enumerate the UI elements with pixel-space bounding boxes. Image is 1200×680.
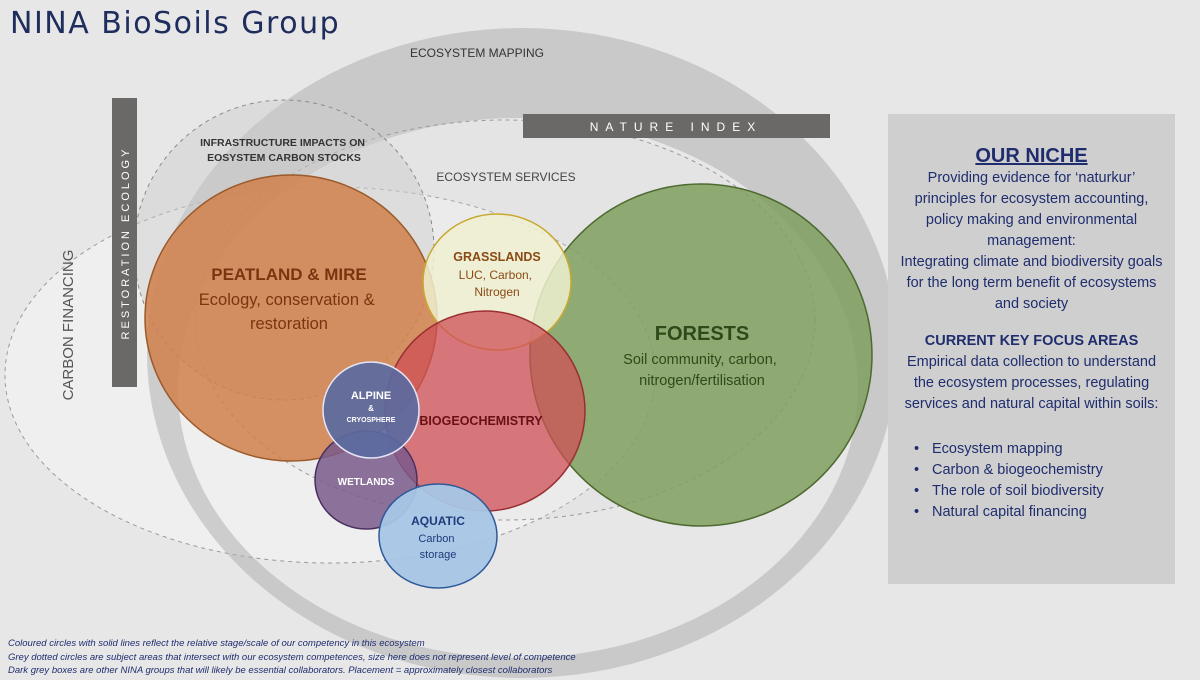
- ecosystem-services-label: ECOSYSTEM SERVICES: [436, 170, 575, 184]
- peatland-mire-title: PEATLAND & MIRE: [211, 265, 367, 284]
- aquatic-description: Carbon storage: [418, 533, 457, 561]
- our-niche-panel: OUR NICHE Providing evidence for ‘naturk…: [888, 114, 1175, 584]
- restoration-ecology-box: [112, 98, 137, 387]
- forests-title: FORESTS: [655, 323, 749, 345]
- carbon-financing-label: CARBON FINANCING: [60, 250, 77, 401]
- restoration-ecology-label: RESTORATION ECOLOGY: [120, 147, 132, 340]
- legend-footnotes: Coloured circles with solid lines reflec…: [8, 637, 576, 678]
- focus-areas-list: Ecosystem mapping Carbon & biogeochemist…: [898, 439, 1165, 523]
- list-item: The role of soil biodiversity: [914, 481, 1165, 502]
- footnote-grey-dotted-circles: Grey dotted circles are subject areas th…: [8, 651, 576, 663]
- list-item: Natural capital financing: [914, 502, 1165, 523]
- ecosystem-mapping-label: ECOSYSTEM MAPPING: [410, 46, 544, 60]
- grasslands-title: GRASSLANDS: [453, 250, 541, 264]
- niche-paragraph-evidence: Providing evidence for ‘naturkur’ princi…: [914, 170, 1149, 249]
- cryosphere-label: CRYOSPHERE: [347, 417, 396, 424]
- aquatic-circle: [378, 483, 498, 589]
- footnote-coloured-circles: Coloured circles with solid lines reflec…: [8, 638, 425, 649]
- wetlands-label: WETLANDS: [338, 477, 395, 488]
- alpine-cryosphere-circle: [322, 361, 420, 459]
- nature-index-label: NATURE INDEX: [590, 120, 762, 134]
- nature-index-box: [523, 114, 830, 138]
- alpine-title: ALPINE: [351, 390, 391, 402]
- list-item: Carbon & biogeochemistry: [914, 460, 1165, 481]
- niche-paragraph-integrating: Integrating climate and biodiversity goa…: [900, 254, 1163, 312]
- niche-heading: OUR NICHE: [975, 145, 1088, 167]
- focus-areas-heading: CURRENT KEY FOCUS AREAS: [924, 333, 1139, 349]
- footnote-dark-grey-boxes: Dark grey boxes are other NINA groups th…: [8, 665, 553, 676]
- forests-description: Soil community, carbon, nitrogen/fertili…: [623, 352, 781, 389]
- aquatic-title: AQUATIC: [411, 514, 465, 528]
- grasslands-description: LUC, Carbon, Nitrogen: [459, 268, 536, 299]
- list-item: Ecosystem mapping: [914, 439, 1165, 460]
- infrastructure-impacts-label: INFRASTRUCTURE IMPACTS ON EOSYSTEM CARBO…: [200, 137, 368, 164]
- alpine-ampersand: &: [368, 404, 374, 413]
- focus-areas-description: Empirical data collection to understand …: [904, 354, 1159, 412]
- peatland-mire-description: Ecology, conservation & restoration: [199, 291, 379, 333]
- biogeochemistry-label: BIOGEOCHEMISTRY: [419, 414, 543, 428]
- page-title: NINA BioSoils Group: [10, 6, 341, 41]
